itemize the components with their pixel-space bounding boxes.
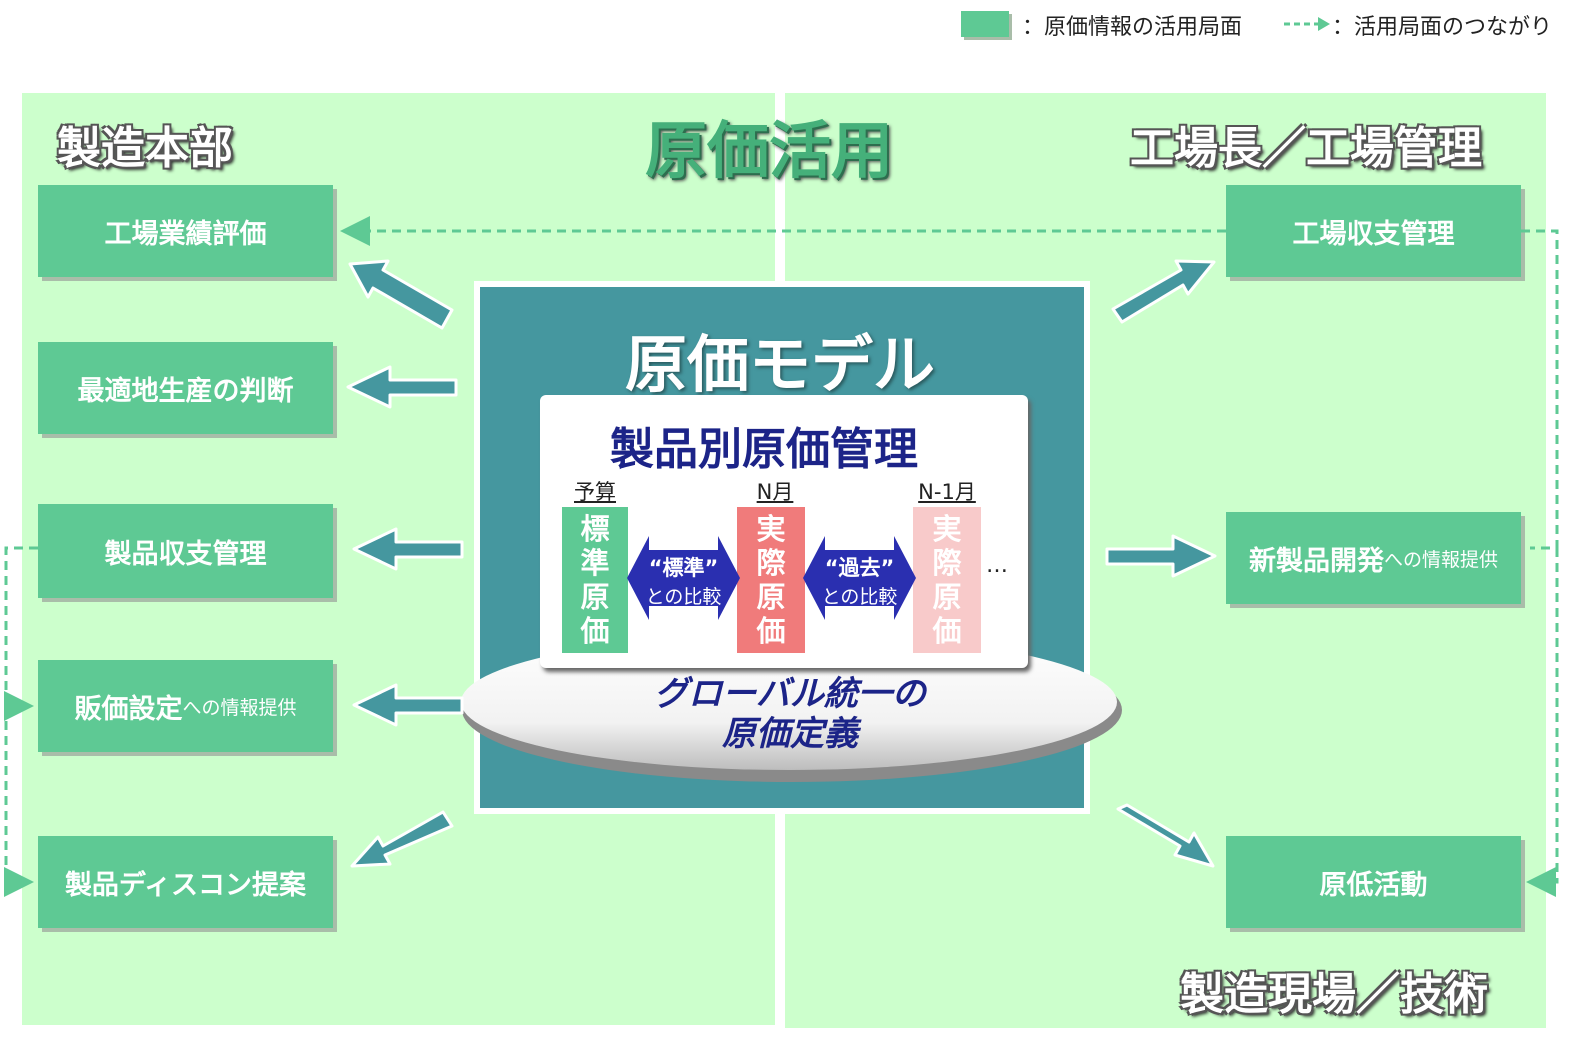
compare-line1: “過去” bbox=[824, 556, 895, 580]
box-sublabel: への情報提供 bbox=[182, 696, 297, 719]
box-label: 製品収支管理 bbox=[104, 538, 267, 570]
box-factory-profit-management: 工場収支管理 bbox=[1226, 185, 1521, 277]
ellipse-text: グローバル統一の 原価定義 bbox=[620, 674, 960, 754]
char: 価 bbox=[756, 614, 786, 648]
compare-standard-text: “標準” との比較 bbox=[627, 552, 740, 609]
char: 原 bbox=[580, 580, 610, 614]
column-label-budget: 予算 bbox=[574, 480, 616, 504]
actual-cost-column-n-minus-1: 実 際 原 価 bbox=[913, 507, 981, 653]
char: 原 bbox=[932, 580, 962, 614]
char: 実 bbox=[756, 512, 786, 546]
arrow-to-price-setting bbox=[352, 683, 464, 727]
arrow-to-optimal-site bbox=[346, 365, 458, 409]
dashed-link-to-cost-reduction bbox=[1526, 548, 1559, 897]
column-label-n-month: N月 bbox=[756, 480, 794, 504]
box-sublabel: への情報提供 bbox=[1383, 548, 1498, 571]
ellipse-text-line2: 原価定義 bbox=[722, 714, 858, 754]
char: 際 bbox=[756, 546, 786, 580]
dashed-link-factory-profit-to-new-product bbox=[1521, 229, 1559, 550]
char: 価 bbox=[932, 614, 962, 648]
arrow-to-new-product bbox=[1105, 534, 1217, 578]
compare-line1: “標準” bbox=[648, 556, 719, 580]
box-product-discontinuation-proposal: 製品ディスコン提案 bbox=[38, 836, 333, 928]
region-title-bottom-right: 製造現場／技術 bbox=[1180, 969, 1488, 1020]
legend-dashed-arrow-icon bbox=[1284, 17, 1330, 31]
box-optimal-production-site: 最適地生産の判断 bbox=[38, 342, 333, 434]
box-label: 販価設定 bbox=[74, 693, 183, 725]
char: 価 bbox=[580, 614, 610, 648]
product-cost-card-title: 製品別原価管理 bbox=[610, 424, 918, 475]
standard-cost-column: 標 準 原 価 bbox=[562, 507, 628, 653]
dashed-link-to-discontinuation bbox=[4, 706, 34, 897]
box-product-profit-management: 製品収支管理 bbox=[38, 504, 333, 598]
region-title-top-left: 製造本部 bbox=[57, 123, 233, 174]
box-label: 工場業績評価 bbox=[104, 218, 267, 250]
box-label: 工場収支管理 bbox=[1292, 218, 1455, 250]
center-title: 原価活用 bbox=[645, 114, 894, 187]
char: 実 bbox=[932, 512, 962, 546]
box-price-setting: 販価設定への情報提供 bbox=[38, 660, 333, 752]
arrow-to-product-profit bbox=[352, 527, 464, 571]
global-cost-definition-ellipse bbox=[461, 634, 1122, 782]
box-cost-reduction-activity: 原低活動 bbox=[1226, 836, 1521, 928]
ellipsis: … bbox=[986, 553, 1008, 578]
arrow-to-cost-reduction bbox=[1116, 803, 1215, 868]
cost-model-title: 原価モデル bbox=[625, 328, 936, 401]
compare-line2: との比較 bbox=[821, 586, 898, 608]
legend-arrow-label: ：活用局面のつながり bbox=[1332, 15, 1553, 40]
actual-cost-column-n: 実 際 原 価 bbox=[737, 507, 805, 653]
column-label-n-minus-1-month: N-1月 bbox=[918, 480, 976, 504]
legend-box-label: ：原価情報の活用局面 bbox=[1022, 15, 1243, 40]
box-label: 最適地生産の判断 bbox=[77, 375, 294, 407]
arrow-to-factory-evaluation bbox=[348, 259, 454, 330]
legend-box-swatch bbox=[961, 11, 1009, 37]
arrow-to-factory-profit bbox=[1111, 259, 1216, 324]
region-title-top-right: 工場長／工場管理 bbox=[1130, 123, 1482, 174]
char: 際 bbox=[932, 546, 962, 580]
box-label: 新製品開発 bbox=[1248, 545, 1384, 577]
compare-standard-double-arrow-icon bbox=[627, 536, 740, 620]
dashed-link-product-profit-to-price-setting bbox=[4, 546, 38, 721]
box-new-product-development: 新製品開発への情報提供 bbox=[1226, 512, 1521, 604]
arrow-to-discontinuation bbox=[350, 810, 454, 868]
box-label: 原低活動 bbox=[1319, 869, 1428, 901]
char: 原 bbox=[756, 580, 786, 614]
ellipse-text-line1: グローバル統一の bbox=[654, 674, 926, 714]
compare-past-text: “過去” との比較 bbox=[803, 552, 916, 609]
compare-line2: との比較 bbox=[645, 586, 722, 608]
box-factory-performance-evaluation: 工場業績評価 bbox=[38, 185, 333, 277]
box-label: 製品ディスコン提案 bbox=[64, 869, 307, 901]
char: 準 bbox=[580, 546, 610, 580]
compare-past-double-arrow-icon bbox=[803, 536, 916, 620]
char: 標 bbox=[580, 512, 610, 546]
